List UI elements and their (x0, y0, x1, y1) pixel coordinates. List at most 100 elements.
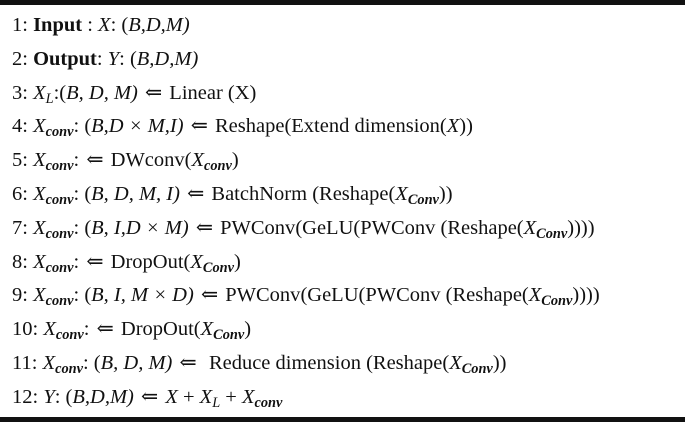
separator: : ( (73, 115, 92, 138)
fn-pwconv: PWConv (225, 284, 301, 307)
variable-xconv: X (43, 318, 56, 341)
paren-open: ( (193, 318, 201, 341)
paren-close: ) (127, 385, 134, 408)
subscript-conv: conv (55, 327, 84, 344)
paren-close: ) (580, 216, 588, 239)
fn-pwconv: PWConv (360, 216, 436, 239)
subscript-conv: Conv (536, 225, 568, 242)
paren-close: ) (466, 115, 473, 138)
fn-reshape: Reshape (447, 216, 517, 239)
subscript-conv: conv (204, 158, 232, 175)
variable-xconv: X (33, 182, 46, 205)
plus-operator: + (225, 385, 237, 408)
separator: : ( (73, 284, 92, 307)
paren-open: ( (388, 182, 396, 205)
paren-close: ) (572, 284, 580, 307)
assign-arrow-icon: ⇐ (190, 115, 208, 138)
assign-arrow-icon: ⇐ (96, 318, 114, 341)
rhs-expression: DropOut(XConv) (111, 250, 241, 275)
variable-x: X (523, 216, 537, 239)
paren-open: ( (183, 250, 191, 273)
paren-open: ( (439, 115, 447, 138)
fn-reduce-dimension: Reduce dimension (208, 351, 361, 374)
fn-extend-dimension: Extend dimension (291, 115, 440, 138)
paren-close: ) (579, 284, 587, 307)
algorithm-line-2: 2: Output: Y: (B,D,M) (0, 43, 685, 77)
subscript-conv: Conv (213, 327, 245, 344)
line-number: 10: (12, 318, 39, 341)
line-number: 2: (12, 47, 28, 70)
subscript-conv: conv (45, 192, 74, 208)
separator: :( (53, 81, 67, 104)
paren-open: ( (366, 351, 373, 374)
paren-close: ) (165, 351, 173, 374)
variable-xconv: X (33, 216, 46, 239)
line-number: 5: (12, 149, 28, 172)
paren-open: ( (295, 216, 303, 239)
assign-arrow-icon: ⇐ (86, 149, 104, 172)
variable-xconv: X (42, 351, 56, 374)
variable-x: X (528, 284, 542, 307)
paren-close: ) (244, 318, 252, 341)
output-keyword: Output (33, 47, 97, 70)
variable-x: X (165, 385, 178, 408)
variable-x: X (190, 250, 203, 273)
fn-pwconv: PWConv (220, 216, 296, 239)
variable-x: X (98, 14, 111, 36)
rhs-expression: BatchNorm (Reshape(XConv)) (211, 182, 453, 208)
algorithm-line-3: 3: XL:(B, D, M) ⇐ Linear (X) (0, 77, 685, 111)
paren-open: ( (442, 351, 450, 374)
line-number: 1: (12, 14, 28, 36)
shape-tuple: B, D, M (100, 351, 166, 374)
paren-open: ( (521, 284, 529, 307)
paren-close: ) (182, 14, 190, 36)
paren-close: ) (181, 216, 189, 239)
fn-gelu: GeLU (307, 284, 359, 307)
line-number: 3: (12, 81, 28, 104)
separator: : ( (73, 216, 92, 239)
plus-operator: + (182, 385, 195, 408)
subscript-conv: Conv (541, 293, 573, 310)
paren-close: ) (231, 149, 239, 172)
shape-tuple: B, D, M (66, 81, 132, 104)
variable-xconv: X (241, 385, 255, 408)
assign-arrow-icon: ⇐ (187, 182, 205, 205)
paren-close: ) (438, 182, 446, 205)
rhs-expression: PWConv(GeLU(PWConv (Reshape(XConv)))) (225, 284, 599, 310)
subscript-conv: Conv (461, 360, 493, 377)
paren-close: ) (492, 351, 500, 374)
separator: : ( (119, 47, 137, 70)
rhs-expression: PWConv(GeLU(PWConv (Reshape(XConv)))) (220, 216, 594, 242)
line-number: 6: (12, 182, 28, 205)
variable-xl: X (33, 81, 46, 104)
rhs-expression: X + XL + Xconv (165, 385, 282, 411)
paren-close: ) (176, 115, 184, 138)
variable-x: X (200, 318, 214, 341)
assign-arrow-icon: ⇐ (195, 216, 213, 239)
fn-reshape: Reshape (319, 182, 389, 205)
paren-open: ( (358, 284, 366, 307)
subscript-conv: conv (45, 124, 74, 141)
shape-tuple: B,D,M (136, 47, 192, 70)
paren-close: ) (567, 216, 575, 239)
paren-close: ) (191, 47, 199, 70)
fn-reshape: Reshape (372, 351, 443, 374)
paren-close: ) (574, 216, 581, 239)
variable-y: Y (43, 385, 55, 408)
shape-tuple: B,D,M (72, 385, 128, 408)
algorithm-line-11: 11: Xconv: (B, D, M) ⇐ Reduce dimension … (0, 347, 685, 381)
paren-close: ) (459, 115, 467, 138)
paren-close: ) (445, 182, 453, 205)
paren-open: ( (353, 216, 361, 239)
subscript-l: L (45, 90, 54, 107)
fn-dropout: DropOut (120, 318, 194, 341)
subscript-conv: conv (45, 259, 74, 276)
paren-open: ( (300, 284, 308, 307)
variable-x: X (395, 182, 408, 205)
algorithm-line-9: 9: Xconv: (B, I, M × D) ⇐ PWConv(GeLU(PW… (0, 279, 685, 313)
algorithm-line-1: 1: Input : X: (B,D,M) (0, 9, 685, 43)
paren-close: ) (586, 284, 593, 307)
subscript-conv: conv (45, 293, 74, 310)
subscript-conv: Conv (407, 192, 439, 208)
subscript-l: L (212, 394, 221, 411)
